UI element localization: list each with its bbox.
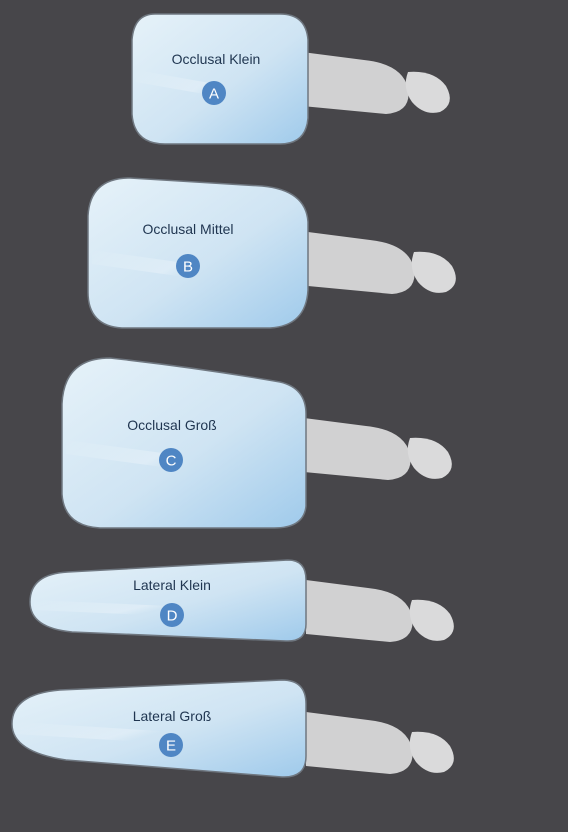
mirror-b: Occlusal Mittel B <box>87 177 568 389</box>
mirror-c: Occlusal Groß C <box>61 357 568 575</box>
mirror-b-badge-letter: B <box>183 259 193 276</box>
mirror-d: Lateral Klein D <box>29 559 568 737</box>
mirror-b-badge <box>176 254 200 278</box>
mirror-a-handle <box>302 52 568 209</box>
mirror-a-glass <box>131 13 309 145</box>
mirror-e-handle <box>306 712 568 832</box>
mirror-d-label: Lateral Klein <box>133 577 211 593</box>
mirror-a: Occlusal Klein A <box>131 13 568 209</box>
mirror-e-badge <box>159 733 183 757</box>
mirror-c-label: Occlusal Groß <box>127 417 216 433</box>
mirror-e: Lateral Groß E <box>11 679 568 832</box>
mirror-a-badge-letter: A <box>209 86 219 103</box>
mirror-e-glass <box>11 679 307 778</box>
mirror-c-handle <box>304 418 568 575</box>
mirror-d-badge <box>160 603 184 627</box>
mirror-d-badge-letter: D <box>167 608 178 625</box>
mirror-c-glass <box>61 357 307 529</box>
mirror-e-label: Lateral Groß <box>133 708 212 724</box>
mirror-d-handle <box>306 580 568 737</box>
mirror-c-badge-letter: C <box>166 453 177 470</box>
mirror-b-handle <box>308 232 568 389</box>
mirror-e-badge-letter: E <box>166 738 176 755</box>
mirror-b-glass <box>87 177 309 329</box>
mirror-c-badge <box>159 448 183 472</box>
mirror-d-glass <box>29 559 307 642</box>
mirror-b-label: Occlusal Mittel <box>142 221 233 237</box>
mirror-a-badge <box>202 81 226 105</box>
mirror-a-label: Occlusal Klein <box>172 51 261 67</box>
